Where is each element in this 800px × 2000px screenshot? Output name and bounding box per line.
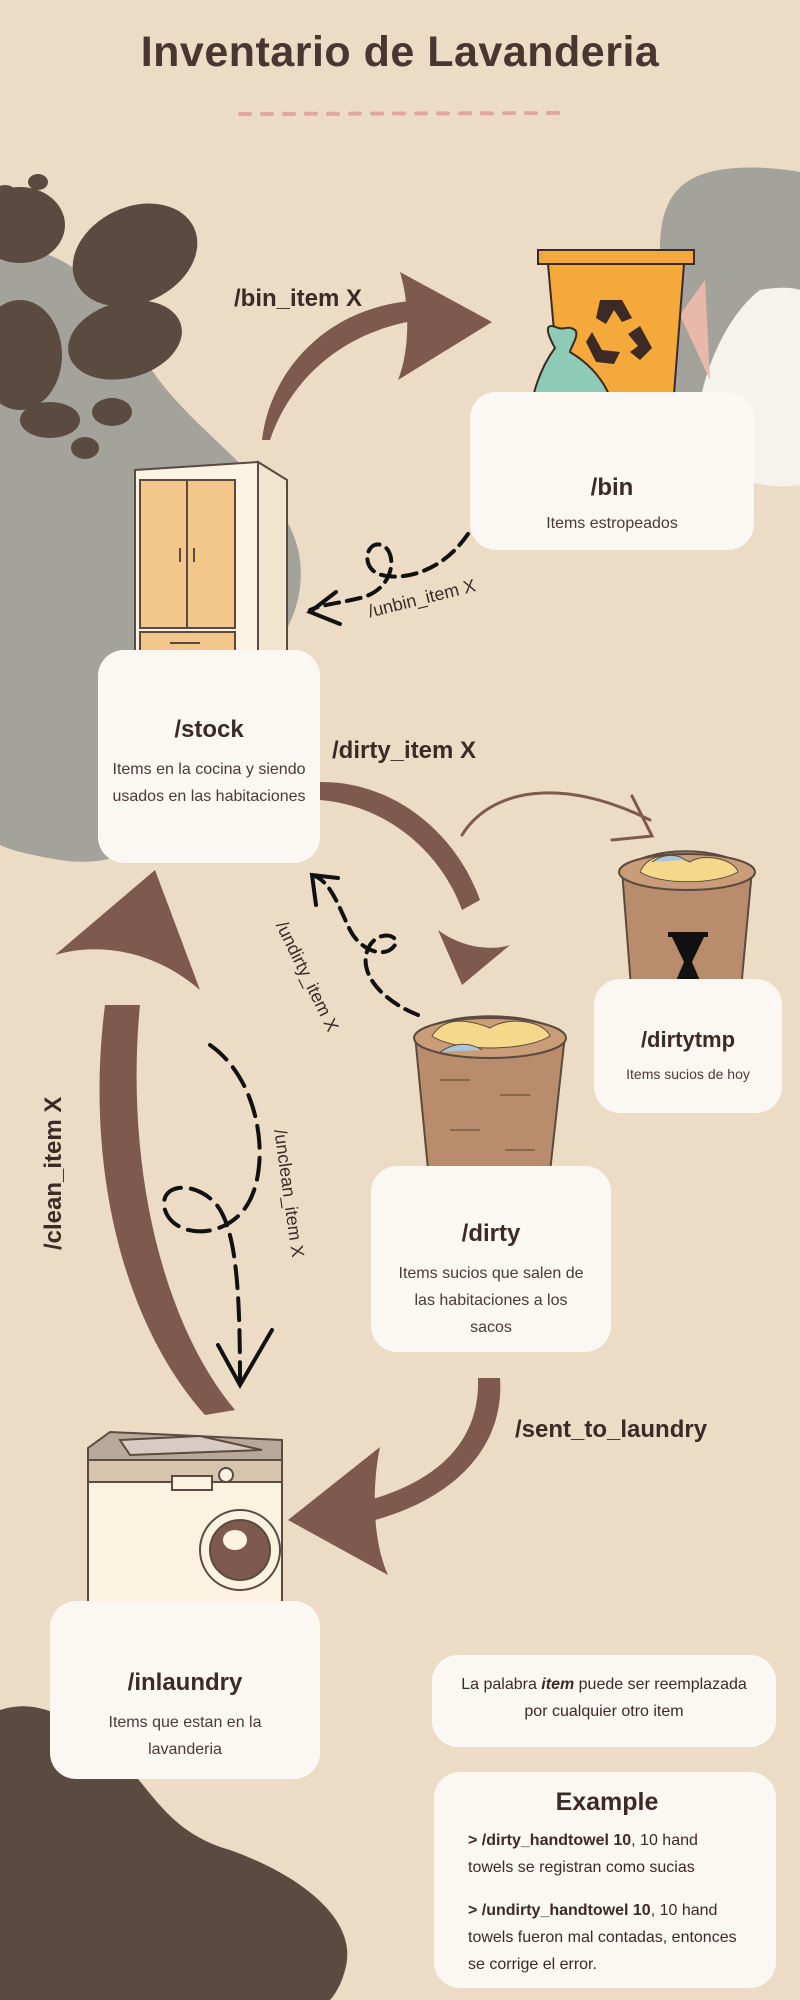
- note-card: La palabra item puede ser reemplazada po…: [432, 1655, 776, 1747]
- basket-dirtytmp-illustration: [618, 850, 756, 1013]
- arrow-sent-to-laundry: [288, 1378, 501, 1575]
- node-card-inlaundry: /inlaundry Items que estan en la lavande…: [50, 1601, 320, 1779]
- example-line-2-command: > /undirty_handtowel 10: [468, 1902, 651, 1919]
- arrow-clean-item: [55, 870, 235, 1415]
- note-keyword: item: [541, 1676, 575, 1693]
- edge-label-clean-item: /clean_item X: [40, 1096, 67, 1250]
- node-inlaundry-name: /inlaundry: [127, 1669, 243, 1696]
- page-title: Inventario de Lavanderia: [140, 28, 660, 76]
- node-stock-desc: Items en la cocina y siendo usados en la…: [112, 761, 306, 805]
- node-dirtytmp-name: /dirtytmp: [640, 1027, 736, 1052]
- example-card: Example > /dirty_handtowel 10, 10 hand t…: [434, 1772, 776, 1988]
- example-line-1: > /dirty_handtowel 10, 10 hand towels se…: [468, 1827, 746, 1881]
- example-line-1-text: , 10 hand towels se registran como sucia…: [468, 1832, 698, 1876]
- node-dirty-desc: Items sucios que salen de las habitacion…: [398, 1265, 584, 1336]
- basket-dirty-illustration: [413, 1015, 567, 1205]
- edge-label-bin-item: /bin_item X: [234, 285, 363, 312]
- example-line-2-text: , 10 hand towels fueron mal contadas, en…: [468, 1902, 737, 1973]
- arrow-unclean-item: [162, 1043, 274, 1390]
- node-bin-name: /bin: [590, 474, 634, 501]
- arrow-bin-item: [262, 272, 492, 440]
- node-stock-name: /stock: [174, 716, 244, 743]
- title-dashed-line: [238, 111, 562, 116]
- example-line-2: > /undirty_handtowel 10, 10 hand towels …: [468, 1897, 746, 1978]
- node-dirtytmp-desc: Items sucios de hoy: [626, 1066, 750, 1082]
- node-card-dirty: /dirty Items sucios que salen de las hab…: [371, 1166, 611, 1352]
- note-text-before: La palabra: [461, 1676, 542, 1693]
- edge-label-dirty-item: /dirty_item X: [332, 737, 477, 764]
- arrow-dirty-item: [318, 781, 510, 985]
- arrow-undirty-item: [309, 872, 420, 1017]
- example-title: Example: [555, 1788, 659, 1816]
- node-dirty-name: /dirty: [461, 1220, 521, 1247]
- dark-spots-decoration: [0, 174, 198, 459]
- dark-blob-bottom: [0, 1706, 348, 2000]
- edge-label-sent-to-laundry: /sent_to_laundry: [515, 1416, 708, 1443]
- arrow-unbin-item: [305, 532, 470, 626]
- node-card-bin: /bin Items estropeados: [470, 392, 754, 550]
- arrow-dirtytmp: [460, 791, 655, 842]
- note-text-after: puede ser reemplazada por cualquier otro…: [524, 1676, 747, 1720]
- node-card-stock: /stock Items en la cocina y siendo usado…: [98, 650, 320, 863]
- node-card-dirtytmp: /dirtytmp Items sucios de hoy: [594, 979, 782, 1113]
- node-inlaundry-desc: Items que estan en la lavanderia: [108, 1714, 262, 1758]
- node-bin-desc: Items estropeados: [546, 515, 678, 532]
- example-line-1-command: > /dirty_handtowel 10: [468, 1832, 632, 1849]
